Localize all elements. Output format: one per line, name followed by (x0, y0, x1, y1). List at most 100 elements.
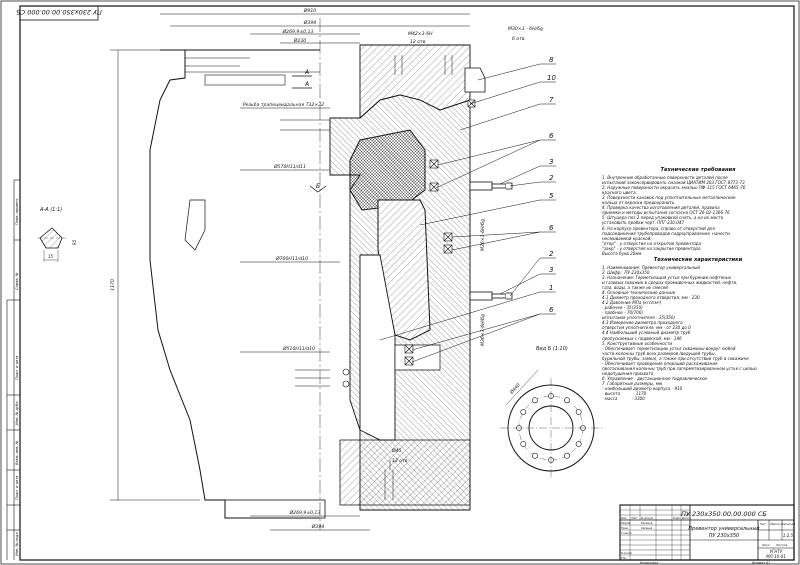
tech-line: приемки и методы испытания согласно ОСТ … (602, 210, 730, 216)
tb-format: Формат А1 (752, 561, 770, 565)
char-line: 5. Конструктивные особенности (602, 340, 673, 346)
tb-name-dev: Рахимов (641, 521, 653, 525)
tech-line: 3. Поверхности канавок под уплотнительны… (602, 195, 736, 201)
tb-role-0: Изм. (621, 516, 627, 520)
dim-d570: Ø570H11/d11 (273, 163, 306, 170)
marker-b: Б (316, 183, 320, 190)
tb-role-8: Н.контр. (621, 551, 633, 555)
char-line: недопущения прихвата (602, 370, 654, 376)
char-line: - Обеспечивает герметизацию устья скважи… (602, 345, 736, 351)
dim-thread: Резьба трапецеидальная Т32×32 (243, 102, 324, 108)
tb-role-7: Т.контр. (621, 531, 632, 535)
tb-role-1: Лист (630, 516, 638, 520)
char-line: и газовых скважин в средах промывочных ж… (602, 279, 738, 285)
char-line: бурильной трубы, замка), а также при отс… (602, 355, 749, 361)
pos-6a: 6 (549, 132, 554, 140)
pos-3b: 3 (549, 266, 553, 274)
dim-holes6: 6 отв (512, 36, 525, 42)
tech-line: 1. Внутренние обработанные поверхности д… (602, 175, 728, 181)
view-b-diameter: Ø440 (508, 382, 522, 397)
tb-lit: Лит. (759, 522, 767, 526)
section-aa: А-А (1:1) 15 R5 (38, 207, 77, 262)
tb-org1: УГНТУ (770, 549, 783, 554)
tech-line: 4. Проверка качества изготовления детале… (602, 205, 720, 211)
char-line: - рабочее - 35(350) (602, 305, 643, 311)
dim-d394-bot: Ø394 (311, 523, 324, 530)
tb-sheets: Листов (775, 543, 787, 547)
tech-line: Высота букв 20мм (602, 250, 642, 256)
tb-name-2: ПУ 230х350 (709, 533, 739, 539)
stamp-sign-date-2: Подп. и дата (15, 476, 19, 500)
body-outline (149, 49, 320, 519)
char-line: 3. Назначение: Герметизация устья при бу… (602, 274, 732, 280)
dim-holes12b: 12 отв (392, 458, 408, 464)
tech-line: несмываемой краской: (602, 235, 652, 241)
pos-2a: 2 (549, 174, 554, 182)
dim-d700: Ø700H11/d10 (275, 255, 308, 262)
section-aa-radius: R5 (72, 239, 77, 245)
char-line: части колонны труб всех размеров (ведуще… (602, 350, 716, 356)
dim-d394-top: Ø394 (303, 19, 316, 26)
marker-a1: А (304, 69, 309, 76)
dim-m30: М30×3 - 6Н/6g (508, 26, 543, 32)
stamp-inv-orig: Инв. № подл. (15, 531, 19, 556)
tb-role-9: Утв. (621, 556, 627, 560)
technical-notes: Технические требования 1. Внутренние обр… (602, 167, 794, 401)
tb-designation: ПУ 230х350.00.00.000 СБ (681, 510, 767, 518)
markers: А А Б (304, 69, 320, 190)
pos-3a: 3 (549, 158, 553, 166)
char-line: пропускаемых с подвеской, мм - 146 (602, 335, 682, 341)
assembly-view (149, 18, 513, 530)
left-stamp-labels: Перв. примен. Справ. № Подп. и дата Инв.… (15, 198, 19, 556)
section-aa-title: А-А (1:1) (39, 207, 62, 213)
char-line: 4.2 Давление МПа (кгс/см²) (602, 300, 662, 306)
packing-element (349, 129, 426, 211)
pos-2b: 2 (549, 250, 554, 258)
dimension-labels: Ø910 Ø394 Ø269,9±0,13 Ø230 М42×3-6Н 12 о… (110, 7, 543, 530)
tb-name-check: Хасанов (640, 526, 653, 530)
tech-line: кольца от окраски предохранить. (602, 200, 676, 206)
view-b-title: Вид Б (1:10) (536, 346, 568, 352)
char-line: - Обеспечивает проведение операций расха… (602, 360, 718, 366)
char-line: 4.4 Наибольший условный диаметр труб (602, 330, 691, 336)
dim-d269-top: Ø269,9±0,13 (282, 28, 314, 35)
tb-role-5: Разраб. (621, 521, 631, 525)
tech-line: 2. Наружные поверхности окрасить эмалью … (602, 185, 746, 191)
tech-line: "откр" - у отверстия на открытие превент… (602, 240, 701, 246)
char-line: газа, воды, а также их смесей (602, 285, 668, 291)
marker-a2: А (304, 81, 309, 88)
char-line: 6. Управление - дистанционное гидравличе… (602, 375, 708, 381)
dimension-lines (110, 13, 470, 531)
tb-name-1: Превентор универсальный (688, 526, 760, 532)
dim-d510: Ø510H11/d10 (282, 345, 315, 352)
tb-role-2: № докум. (640, 517, 654, 520)
tb-role-6: Пров. (621, 526, 629, 530)
section-aa-width: 15 (48, 254, 54, 259)
left-stamps (6, 179, 20, 560)
stamp-ref: Справ. № (15, 272, 19, 290)
char-line: испытания уплотнителя - 35(350) (602, 315, 676, 321)
pos-1: 1 (549, 284, 553, 292)
tb-mass: Масса (770, 522, 780, 526)
tb-role-3: Подп. (673, 516, 681, 520)
char-line: - пробное - 70(700) (602, 310, 644, 316)
leader-lines (379, 63, 556, 363)
dim-height: 1170 (110, 279, 116, 291)
tech-line: установить пробки черт. ППГ-230.047 (602, 220, 685, 226)
code-box (19, 5, 99, 21)
dim-d910: Ø910 (303, 7, 316, 14)
title-block-text: ПУ 230х350.00.00.000 СБ Превентор универ… (621, 510, 795, 565)
tech-characteristics-title: Технические характеристики (653, 256, 743, 263)
tech-line: испытаний законсервировать смазкой ЦИАТИ… (602, 180, 745, 186)
pos-7: 7 (549, 96, 554, 104)
tech-line: 5. Штуцера поз 2 перед упаковкой снять, … (602, 215, 724, 221)
dim-m42: М42×3-6Н (408, 31, 433, 37)
pos-6c: 6 (549, 306, 554, 314)
doc-code-rotated: ПУ 230х350.00.00.000 СБ (16, 8, 102, 16)
stamp-inv-dup: Инв. № дубл. (15, 400, 19, 425)
pos-6b: 6 (549, 224, 554, 232)
dim-d45: Ø45 (391, 447, 402, 454)
tech-line: 6. На корпусе превентора, справа от отве… (602, 225, 715, 231)
char-line: 7. Габаритные размеры, мм (602, 380, 662, 386)
